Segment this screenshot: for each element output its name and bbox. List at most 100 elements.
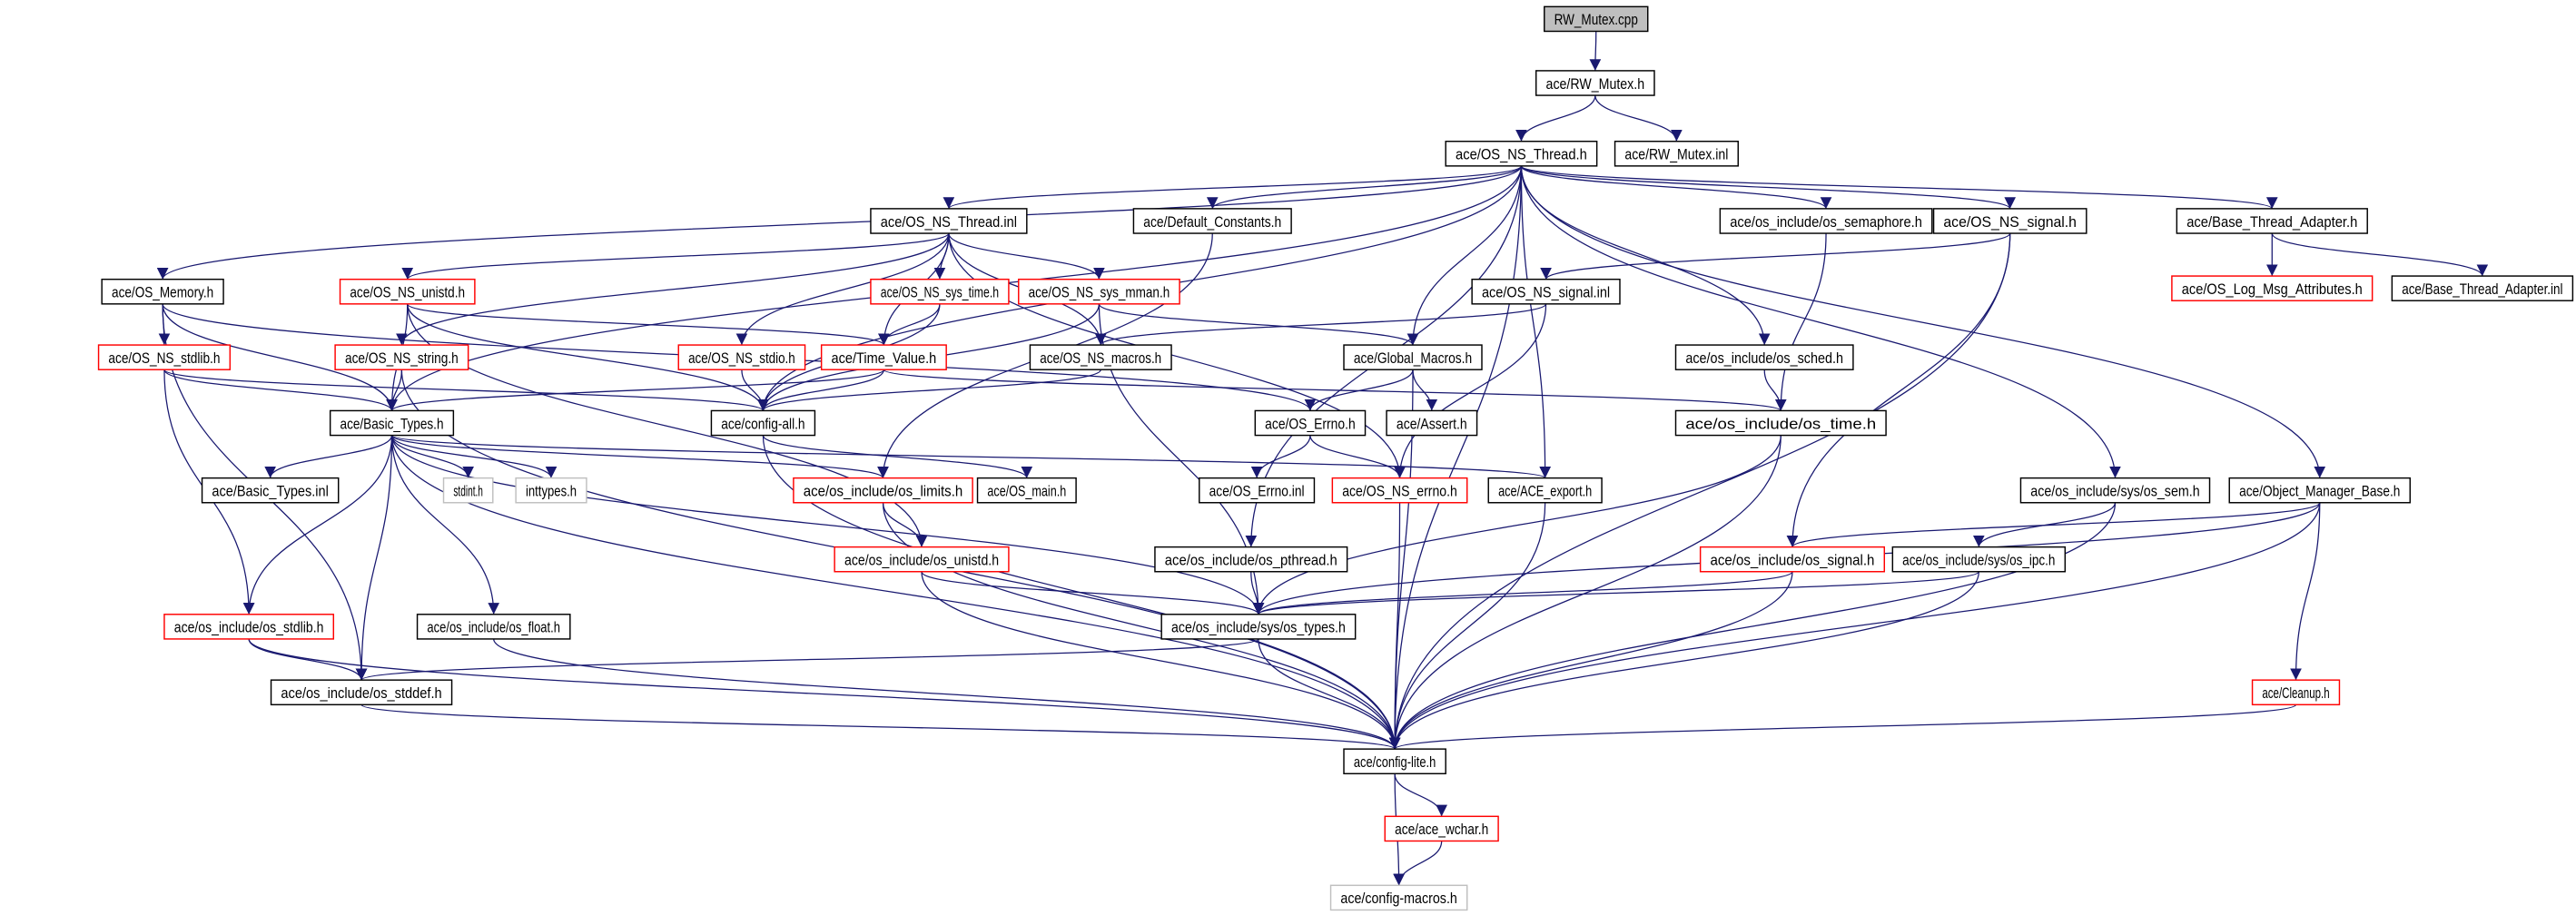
edge-os_unistd_h-to-sys_os_types_h bbox=[921, 571, 1265, 615]
edge-os_time_h-to-sys_os_types_h bbox=[1252, 435, 1781, 615]
edge-os_unistd_h-to-config_lite_h bbox=[921, 571, 1401, 750]
node-os-ns-sys-time-h[interactable] bbox=[870, 278, 1010, 305]
node-os-ns-string-h[interactable] bbox=[334, 344, 469, 370]
edge-ace_export_h-to-config_lite_h bbox=[1388, 502, 1546, 750]
node-os-errno-inl[interactable] bbox=[1199, 477, 1316, 504]
node-os-float-h[interactable] bbox=[416, 614, 571, 640]
node-time-value-h[interactable] bbox=[820, 344, 947, 370]
node-label: ace/OS_NS_Thread.h bbox=[1456, 146, 1587, 163]
node-base-thread-adapter-inl[interactable] bbox=[2391, 275, 2574, 301]
edge-cleanup_h-to-config_lite_h bbox=[1389, 703, 2297, 750]
node-os-sched-h[interactable] bbox=[1674, 344, 1854, 370]
node-label: ace/OS_NS_stdlib.h bbox=[108, 349, 220, 367]
edge-rw_mutex_h-to-rw_mutex_inl bbox=[1594, 94, 1683, 142]
node-os-signal-h[interactable] bbox=[1699, 546, 1886, 573]
node-os-ns-signal-h[interactable] bbox=[1932, 208, 2087, 234]
node-os-memory-h[interactable] bbox=[101, 278, 224, 305]
edge-sys_os_ipc_h-to-sys_os_types_h bbox=[1253, 571, 1979, 615]
node-label: ace/config-macros.h bbox=[1340, 890, 1456, 907]
node-os-semaphore-h[interactable] bbox=[1719, 208, 1933, 234]
edge-os_ns_thread_h-to-default_constants_h bbox=[1207, 165, 1523, 210]
node-label: inttypes.h bbox=[526, 483, 577, 500]
node-label: ace/os_include/sys/os_ipc.h bbox=[1902, 552, 2055, 569]
edge-basic_types_h-to-ace_export_h bbox=[390, 435, 1551, 479]
node-object-manager-base-h[interactable] bbox=[2228, 477, 2411, 504]
node-os-stdlib-h[interactable] bbox=[163, 614, 335, 640]
node-ace-export-h[interactable] bbox=[1487, 477, 1603, 504]
edge-os_ns_thread_inl-to-os_ns_stdio_h bbox=[735, 233, 950, 346]
edge-os_stddef_h-to-config_lite_h bbox=[360, 703, 1400, 750]
node-os-ns-signal-inl[interactable] bbox=[1471, 278, 1621, 305]
node-os-log-msg-attributes-h[interactable] bbox=[2171, 275, 2374, 301]
edge-os_ns_stdlib_h-to-basic_types_h bbox=[163, 369, 398, 411]
node-basic-types-inl[interactable] bbox=[201, 477, 340, 504]
edge-os_stdlib_h-to-os_stddef_h bbox=[248, 638, 368, 681]
node-label: ace/OS_NS_signal.h bbox=[1943, 213, 2077, 231]
edge-os_ns_errno_h-to-config_lite_h bbox=[1388, 502, 1401, 750]
edge-os_ns_signal_inl-to-os_ns_errno_h bbox=[1394, 303, 1547, 478]
node-label: ace/Time_Value.h bbox=[832, 349, 937, 367]
node-sys-os-types-h[interactable] bbox=[1160, 614, 1357, 640]
label-layer: RW_Mutex.cppace/RW_Mutex.hace/OS_NS_Thre… bbox=[108, 11, 2562, 907]
node-basic-types-h[interactable] bbox=[329, 409, 455, 437]
edge-global_macros_h-to-assert_h bbox=[1412, 369, 1438, 411]
edge-basic_types_h-to-os_limits_h bbox=[390, 435, 889, 479]
node-sys-os-ipc-h[interactable] bbox=[1891, 546, 2067, 573]
edge-time_value_h-to-os_time_h bbox=[883, 369, 1787, 412]
edge-basic_types_h-to-os_stdlib_h bbox=[242, 435, 393, 615]
edge-object_manager_base_h-to-os_signal_h bbox=[1786, 502, 2321, 548]
edge-os_ns_thread_inl-to-os_ns_string_h bbox=[396, 232, 950, 346]
node-label: ace/config-all.h bbox=[721, 415, 804, 432]
node-label: ace/RW_Mutex.h bbox=[1546, 75, 1645, 93]
node-label: ace/os_include/os_semaphore.h bbox=[1730, 213, 1922, 231]
node-label: ace/OS_NS_macros.h bbox=[1040, 349, 1161, 367]
node-os-ns-unistd-h[interactable] bbox=[339, 278, 476, 305]
node-os-time-h[interactable] bbox=[1674, 409, 1887, 437]
node-os-ns-errno-h[interactable] bbox=[1331, 477, 1468, 504]
node-config-macros-h[interactable] bbox=[1329, 884, 1468, 911]
node-rw-mutex-h[interactable] bbox=[1535, 70, 1655, 96]
node-label: ace/config-lite.h bbox=[1354, 753, 1436, 771]
edge-os_ns_stdlib_h-to-config_all_h bbox=[163, 369, 769, 412]
node-cleanup-h[interactable] bbox=[2251, 679, 2341, 706]
node-config-lite-h[interactable] bbox=[1343, 748, 1446, 775]
node-label: ace/Basic_Types.inl bbox=[212, 483, 328, 500]
node-global-macros-h[interactable] bbox=[1343, 344, 1483, 370]
edge-basic_types_h-to-inttypes_h bbox=[390, 435, 558, 478]
edge-rw_mutex_cpp-to-rw_mutex_h bbox=[1589, 31, 1602, 71]
node-sys-os-sem-h[interactable] bbox=[2019, 477, 2211, 504]
edge-sys_os_ipc_h-to-config_lite_h bbox=[1388, 571, 1979, 750]
node-os-ns-sys-mman-h[interactable] bbox=[1018, 278, 1180, 305]
node-assert-h[interactable] bbox=[1386, 409, 1478, 437]
node-label: ace/OS_NS_signal.inl bbox=[1482, 284, 1610, 301]
node-os-ns-stdlib-h[interactable] bbox=[97, 344, 232, 370]
node-os-ns-stdio-h[interactable] bbox=[677, 344, 806, 370]
node-os-limits-h[interactable] bbox=[793, 477, 973, 504]
node-config-all-h[interactable] bbox=[710, 409, 816, 437]
edge-os_stdlib_h-to-config_lite_h bbox=[248, 638, 1401, 750]
node-base-thread-adapter-h[interactable] bbox=[2176, 208, 2368, 234]
node-label: ace/OS_NS_sys_mman.h bbox=[1029, 284, 1170, 301]
edge-os_semaphore_h-to-os_time_h bbox=[1774, 233, 1827, 411]
edge-os_ns_thread_h-to-ace_export_h bbox=[1520, 165, 1551, 478]
edge-basic_types_h-to-os_float_h bbox=[390, 435, 500, 615]
node-stdint-h[interactable] bbox=[442, 477, 494, 504]
edge-os_sched_h-to-os_time_h bbox=[1763, 369, 1787, 411]
node-os-unistd-h[interactable] bbox=[834, 546, 1010, 573]
node-os-stddef-h[interactable] bbox=[270, 679, 453, 706]
node-inttypes-h[interactable] bbox=[515, 477, 587, 504]
edge-os_ns_thread_h-to-os_memory_h bbox=[157, 165, 1523, 280]
node-os-ns-thread-h[interactable] bbox=[1445, 140, 1598, 167]
node-rw-mutex-cpp[interactable] bbox=[1544, 5, 1649, 33]
node-os-main-h[interactable] bbox=[976, 477, 1077, 504]
node-os-errno-h[interactable] bbox=[1254, 409, 1367, 437]
edge-os_ns_thread_h-to-object_manager_base_h bbox=[1520, 165, 2326, 478]
node-rw-mutex-inl[interactable] bbox=[1614, 140, 1739, 167]
node-default-constants-h[interactable] bbox=[1132, 208, 1292, 234]
node-os-ns-macros-h[interactable] bbox=[1029, 344, 1172, 370]
node-os-ns-thread-inl[interactable] bbox=[870, 208, 1028, 234]
node-label: ace/OS_NS_stdio.h bbox=[688, 349, 795, 367]
node-ace-wchar-h[interactable] bbox=[1384, 815, 1499, 842]
node-os-pthread-h[interactable] bbox=[1154, 546, 1348, 573]
edge-rw_mutex_h-to-os_ns_thread_h bbox=[1515, 94, 1596, 142]
